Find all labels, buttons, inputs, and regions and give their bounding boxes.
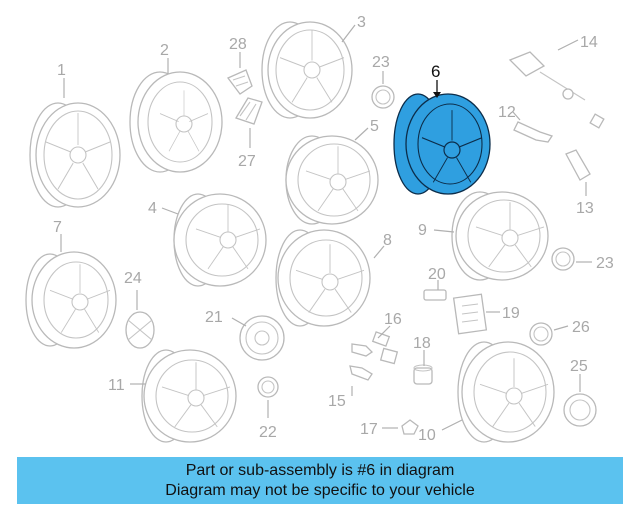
callout-21: 21	[205, 309, 223, 326]
part-18-lock-nut[interactable]	[413, 364, 433, 385]
wheel-11[interactable]	[141, 349, 237, 443]
callout-13: 13	[576, 200, 594, 217]
callout-12: 12	[498, 104, 516, 121]
wheel-4[interactable]	[173, 193, 267, 287]
callout-24: 24	[124, 270, 142, 287]
part-28-clip[interactable]	[226, 69, 253, 95]
callout-27: 27	[238, 153, 256, 170]
part-22-emblem[interactable]	[257, 376, 279, 398]
callout-19: 19	[502, 305, 520, 322]
callout-2: 2	[160, 42, 169, 59]
part-15-lug-bolt[interactable]	[349, 365, 373, 381]
callout-22: 22	[259, 424, 277, 441]
callout-6: 6	[431, 62, 440, 81]
part-26-emblem[interactable]	[529, 322, 553, 346]
part-14-tpms-sensor[interactable]	[508, 51, 605, 129]
part-24-center-cap[interactable]	[125, 311, 155, 349]
callout-15: 15	[328, 393, 346, 410]
part-13-valve[interactable]	[565, 149, 591, 181]
wheel-5[interactable]	[285, 135, 379, 225]
callout-16: 16	[384, 311, 402, 328]
callout-4: 4	[148, 200, 157, 217]
wheel-7[interactable]	[25, 251, 117, 349]
callout-25: 25	[570, 358, 588, 375]
callout-11: 11	[108, 377, 125, 394]
wheel-2[interactable]	[129, 71, 223, 173]
wheel-1[interactable]	[29, 102, 121, 208]
part-12-valve-stem[interactable]	[513, 121, 554, 143]
callout-18: 18	[413, 335, 431, 352]
callout-14: 14	[580, 34, 598, 51]
wheel-9[interactable]	[451, 191, 549, 281]
callout-1: 1	[57, 62, 66, 79]
callout-10: 10	[418, 427, 436, 444]
part-25-center-cap[interactable]	[563, 393, 597, 427]
callout-3: 3	[357, 14, 366, 31]
info-banner: Part or sub-assembly is #6 in diagram Di…	[17, 457, 623, 504]
callout-20: 20	[428, 266, 446, 283]
callout-23-top: 23	[372, 54, 390, 71]
callout-26: 26	[572, 319, 590, 336]
part-21-hub-cap[interactable]	[239, 315, 285, 361]
part-17-nut[interactable]	[401, 419, 419, 435]
banner-line-1: Part or sub-assembly is #6 in diagram	[185, 461, 455, 479]
callout-8: 8	[383, 232, 392, 249]
wheel-8[interactable]	[275, 229, 371, 327]
callout-7: 7	[53, 219, 62, 236]
callout-5: 5	[370, 118, 379, 135]
parts-diagram: 1 2 3 28 27 23	[25, 14, 614, 444]
callout-17: 17	[360, 421, 378, 438]
part-16-bolts[interactable]	[351, 331, 399, 365]
callout-28: 28	[229, 36, 247, 53]
wheel-10[interactable]	[457, 341, 555, 443]
wheel-3[interactable]	[261, 21, 353, 119]
callout-23-right: 23	[596, 255, 614, 272]
part-27-weight[interactable]	[235, 97, 263, 125]
banner-line-2: Diagram may not be specific to your vehi…	[165, 481, 475, 499]
part-23-emblem-top[interactable]	[371, 85, 395, 109]
part-19-placard[interactable]	[452, 293, 488, 335]
callout-9: 9	[418, 222, 427, 239]
part-20-label[interactable]	[423, 289, 447, 301]
part-23-emblem-right[interactable]	[551, 247, 575, 271]
wheel-6-highlighted[interactable]	[393, 93, 491, 195]
